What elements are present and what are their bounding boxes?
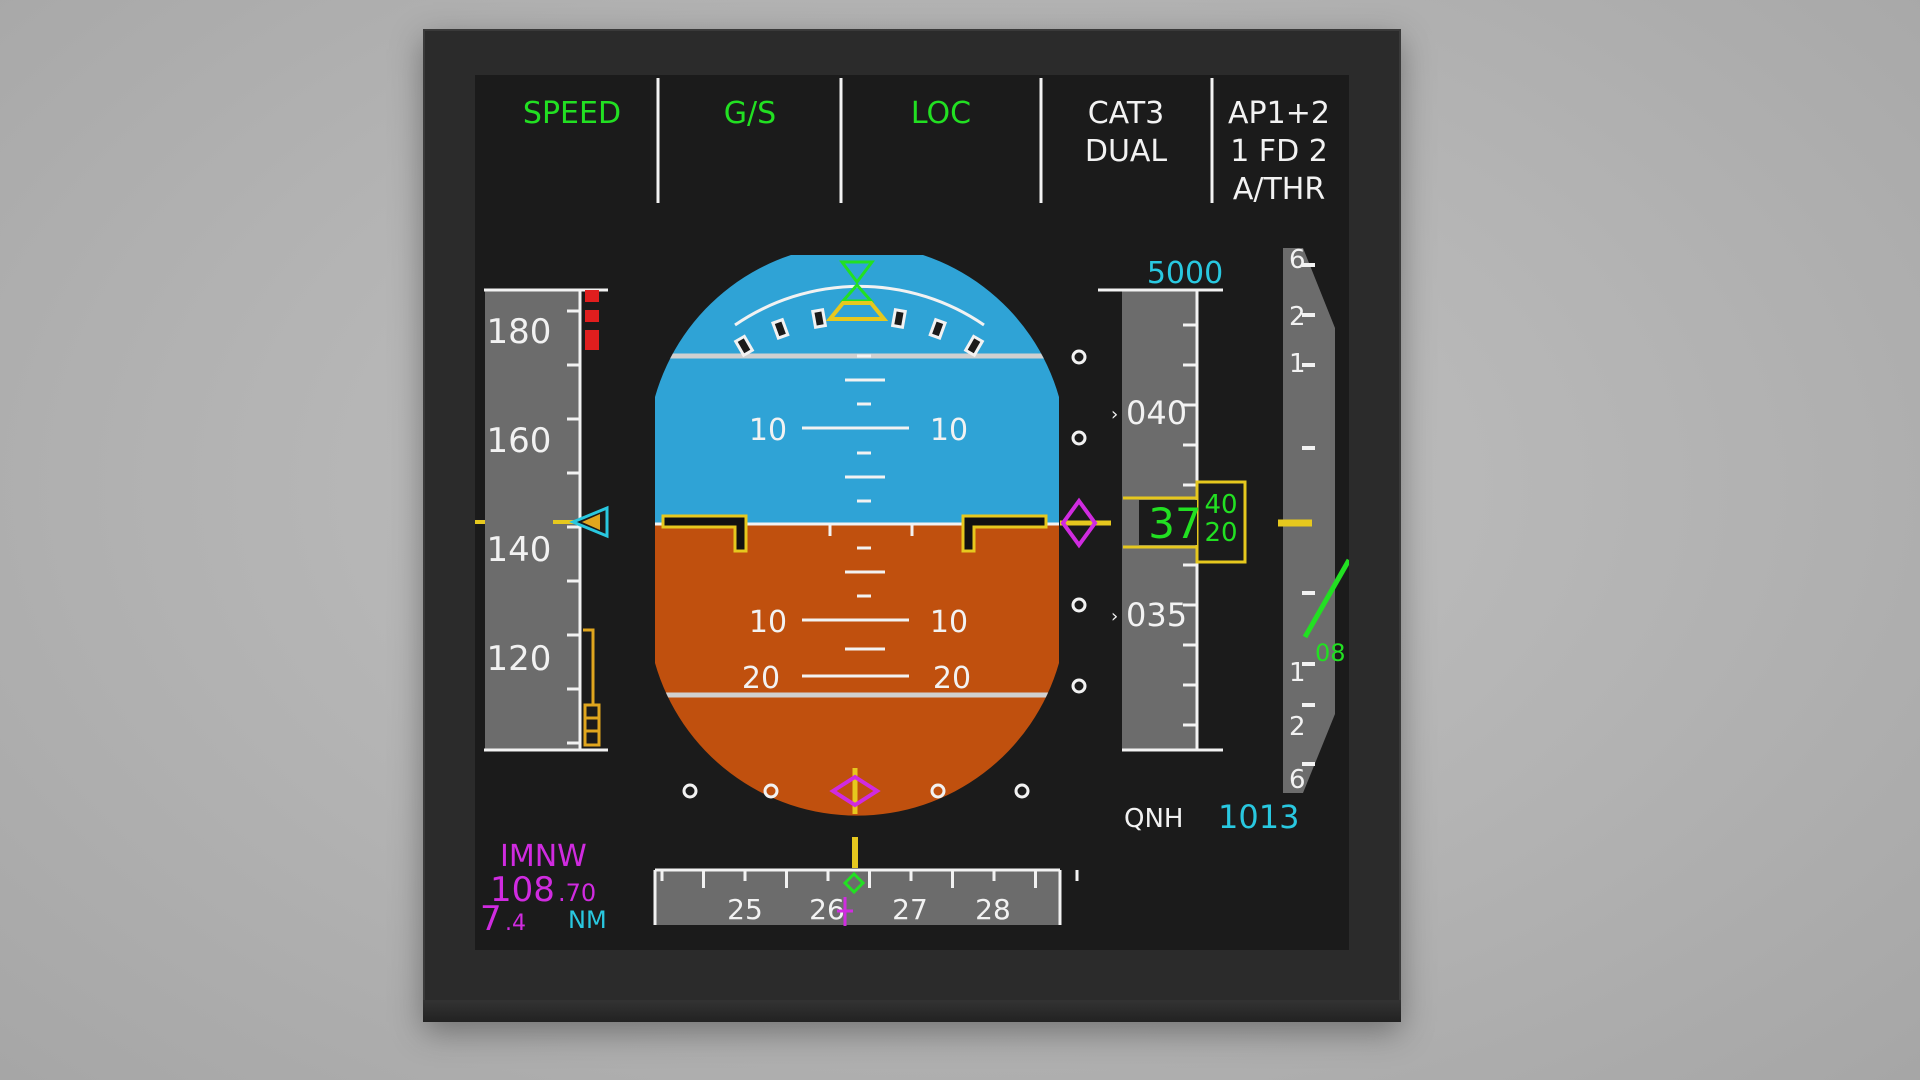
altitude-tape: 5000 › 040 › 035 37 40 20 (1098, 256, 1247, 752)
track-diamond (842, 871, 866, 895)
heading-label: 27 (892, 893, 928, 926)
fma-autothrust: A/THR (1233, 172, 1325, 207)
altitude-label: 035 (1126, 596, 1187, 634)
vsi-needle (1302, 558, 1352, 639)
vsi-label: 1 (1289, 349, 1306, 379)
sky (655, 255, 1059, 523)
bezel-edge (423, 1000, 1401, 1022)
attitude-indicator: 10 10 10 10 20 20 (655, 255, 1111, 816)
ils-ident: IMNW (500, 839, 587, 874)
baro-value[interactable]: 1013 (1218, 798, 1299, 836)
heading-label: 25 (727, 893, 763, 926)
pitch-label: 10 (930, 605, 968, 640)
vsi-label: 6 (1289, 245, 1306, 275)
altitude-label: 040 (1126, 394, 1187, 432)
altitude-readout-hundreds: 37 (1148, 499, 1201, 548)
fma-approach-cat: CAT3 (1088, 96, 1165, 131)
fma-autopilot: AP1+2 (1228, 96, 1330, 131)
pitch-label: 10 (749, 413, 787, 448)
ils-distance-decimal: .4 (505, 911, 526, 936)
pitch-ladder-down (802, 546, 909, 678)
sideslip-index (825, 301, 889, 321)
roll-tick (811, 308, 828, 329)
baro-label[interactable]: QNH (1124, 804, 1183, 834)
altitude-chevron: › (1111, 404, 1118, 425)
selected-altitude: 5000 (1147, 256, 1223, 291)
glideslope-diamond (1060, 497, 1098, 549)
speed-label: 120 (487, 639, 552, 679)
heading-label: 28 (975, 893, 1011, 926)
roll-index-triangle (839, 260, 875, 285)
aircraft-symbol (661, 514, 1048, 553)
alpha-protection-strip (583, 628, 601, 747)
pitch-label: 10 (930, 413, 968, 448)
fma-speed-mode: SPEED (523, 96, 621, 131)
pitch-ladder-up (802, 354, 909, 503)
roll-tick (963, 334, 985, 358)
roll-tick (770, 317, 790, 341)
vsi-label: 2 (1289, 712, 1306, 742)
altitude-readout-window: 37 40 20 (1123, 480, 1247, 564)
speed-label: 140 (487, 530, 552, 570)
speed-label: 180 (487, 312, 552, 352)
speed-tape: 180 160 140 120 (475, 288, 609, 752)
vsi-label: 2 (1289, 302, 1306, 332)
fma-vertical-mode: G/S (724, 96, 776, 131)
ils-distance-unit: NM (568, 906, 607, 934)
vertical-speed-indicator: 6 2 1 1 2 6 08 (1278, 245, 1352, 795)
fma-lateral-mode: LOC (911, 96, 971, 131)
altitude-drum-lower: 20 (1204, 518, 1237, 548)
fma-panel: SPEED G/S LOC CAT3 DUAL AP1+2 1 FD 2 A/T… (523, 78, 1330, 207)
localizer-scale (682, 768, 1030, 814)
pitch-label: 20 (742, 661, 780, 696)
roll-scale-ticks (733, 308, 985, 358)
ils-frequency-decimal: .70 (558, 879, 596, 907)
baro-setting: QNH 1013 (1124, 798, 1299, 836)
pitch-label: 10 (749, 605, 787, 640)
altitude-drum-upper: 40 (1204, 490, 1237, 520)
altitude-chevron: › (1111, 606, 1118, 627)
pitch-label: 20 (933, 661, 971, 696)
heading-tape: 25 26 27 28 (653, 837, 1079, 926)
fma-flight-director: 1 FD 2 (1230, 134, 1328, 169)
glideslope-scale (1060, 349, 1111, 694)
localizer-diamond (829, 774, 881, 808)
pfd-svg: SPEED G/S LOC CAT3 DUAL AP1+2 1 FD 2 A/T… (475, 78, 1352, 939)
vsi-readout: 08 (1315, 639, 1346, 667)
ils-frequency: 108 (490, 870, 555, 910)
roll-tick (733, 334, 755, 358)
speed-trend-marker (582, 514, 600, 530)
roll-tick (928, 317, 948, 341)
roll-tick (890, 308, 907, 329)
ils-info: IMNW 108 .70 7 .4 NM (480, 839, 607, 939)
vsi-label: 6 (1289, 765, 1306, 795)
fma-approach-dual: DUAL (1085, 134, 1168, 169)
ils-distance: 7 (480, 899, 502, 939)
pfd-screen: SPEED G/S LOC CAT3 DUAL AP1+2 1 FD 2 A/T… (475, 75, 1352, 950)
speed-label: 160 (487, 421, 552, 461)
overspeed-barber-pole (585, 290, 599, 350)
vsi-label: 1 (1289, 658, 1306, 688)
